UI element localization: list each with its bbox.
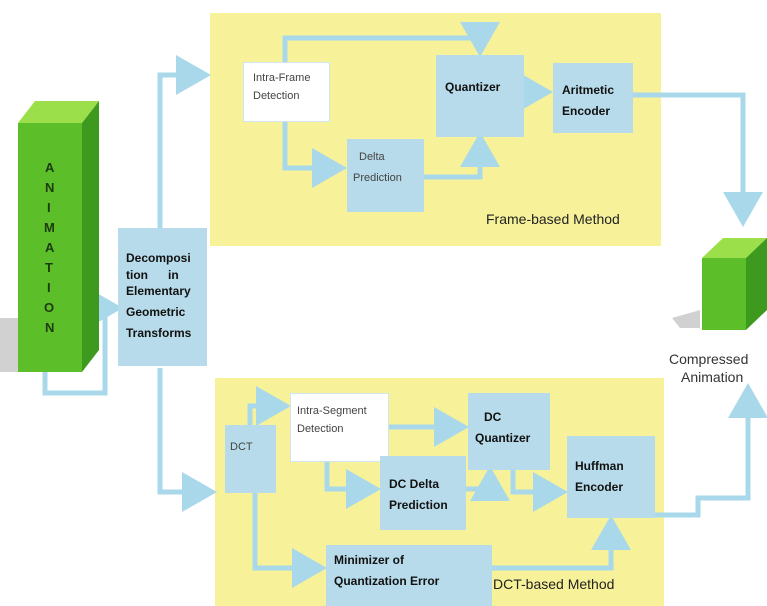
dc-delta-line: DC Delta	[389, 477, 440, 491]
arrow-dcquantizer-to-huffman	[510, 470, 568, 512]
dc-quantizer-line: Quantizer	[475, 431, 531, 445]
decomposition-box: Decomposi tion in Elementary Geometric T…	[118, 228, 207, 366]
quantizer-label: Quantizer	[445, 80, 501, 94]
intra-frame-line: Intra-Frame	[253, 72, 311, 84]
arrow-intrasegment-to-dcdelta	[324, 462, 381, 509]
arrow-decomposition-to-dct	[157, 368, 217, 512]
animation-letter: O	[44, 300, 55, 315]
arrow-minimizer-to-huffman	[492, 515, 631, 571]
delta-prediction-line: Delta	[359, 151, 385, 163]
arrow-intraframe-to-delta	[282, 122, 347, 188]
arrow-dcdelta-to-dcquantizer	[466, 466, 510, 501]
compressed-line: Compressed	[669, 351, 749, 367]
minimizer-line: Quantization Error	[334, 574, 440, 588]
huffman-line: Huffman	[575, 459, 624, 473]
dct-box: DCT	[225, 425, 276, 493]
animation-letter: I	[47, 200, 51, 215]
dct-label: DCT	[230, 441, 253, 453]
dct-based-label: DCT-based Method	[493, 576, 615, 592]
animation-letter: N	[45, 180, 55, 195]
arrow-dct-to-intrasegment	[247, 386, 291, 426]
arrow-encoder-to-output	[633, 92, 763, 227]
arrow-intraframe-to-quantizer	[282, 22, 500, 62]
intra-frame-line: Detection	[253, 90, 300, 102]
aritmetic-encoder-line: Aritmetic	[562, 83, 615, 97]
decomposition-line: Elementary	[126, 284, 191, 298]
compressed-line: Animation	[681, 369, 744, 385]
intra-segment-line: Detection	[297, 423, 344, 435]
frame-based-label: Frame-based Method	[486, 211, 620, 227]
dc-quantizer-line: DC	[484, 410, 502, 424]
arrow-dct-to-minimizer	[252, 493, 327, 588]
intra-segment-detection-box: Intra-Segment Detection	[290, 393, 389, 462]
decomposition-line: tion in	[126, 268, 179, 282]
aritmetic-encoder-box: Aritmetic Encoder	[553, 63, 633, 133]
decomposition-line: Geometric	[126, 305, 186, 319]
animation-letter: T	[45, 260, 53, 275]
arrow-huffman-to-output	[655, 383, 767, 518]
quantizer-box: Quantizer	[436, 55, 524, 137]
arrow-decomposition-to-frame	[157, 55, 211, 228]
animation-letter: I	[47, 280, 51, 295]
compressed-animation-label: Compressed Animation	[669, 350, 748, 386]
animation-letter: A	[45, 160, 55, 175]
intra-frame-detection-box: Intra-Frame Detection	[243, 62, 330, 122]
dc-quantizer-box: DC Quantizer	[468, 393, 550, 470]
animation-letter: N	[45, 320, 55, 335]
animation-letter: M	[44, 220, 55, 235]
dc-delta-prediction-box: DC Delta Prediction	[380, 456, 466, 530]
decomposition-line: Transforms	[126, 326, 192, 340]
huffman-encoder-box: Huffman Encoder	[567, 436, 655, 518]
delta-prediction-line: Prediction	[353, 172, 402, 184]
intra-segment-line: Intra-Segment	[297, 405, 367, 417]
aritmetic-encoder-line: Encoder	[562, 104, 611, 118]
minimizer-line: Minimizer of	[334, 553, 405, 567]
arrow-animation-to-decomposition	[42, 288, 123, 396]
minimizer-box: Minimizer of Quantization Error	[326, 545, 492, 606]
animation-letter: A	[45, 240, 55, 255]
huffman-line: Encoder	[575, 480, 624, 494]
delta-prediction-box: Delta Prediction	[347, 139, 424, 212]
arrow-delta-to-quantizer	[424, 132, 500, 180]
decomposition-line: Decomposi	[126, 251, 191, 265]
dc-delta-line: Prediction	[389, 498, 448, 512]
